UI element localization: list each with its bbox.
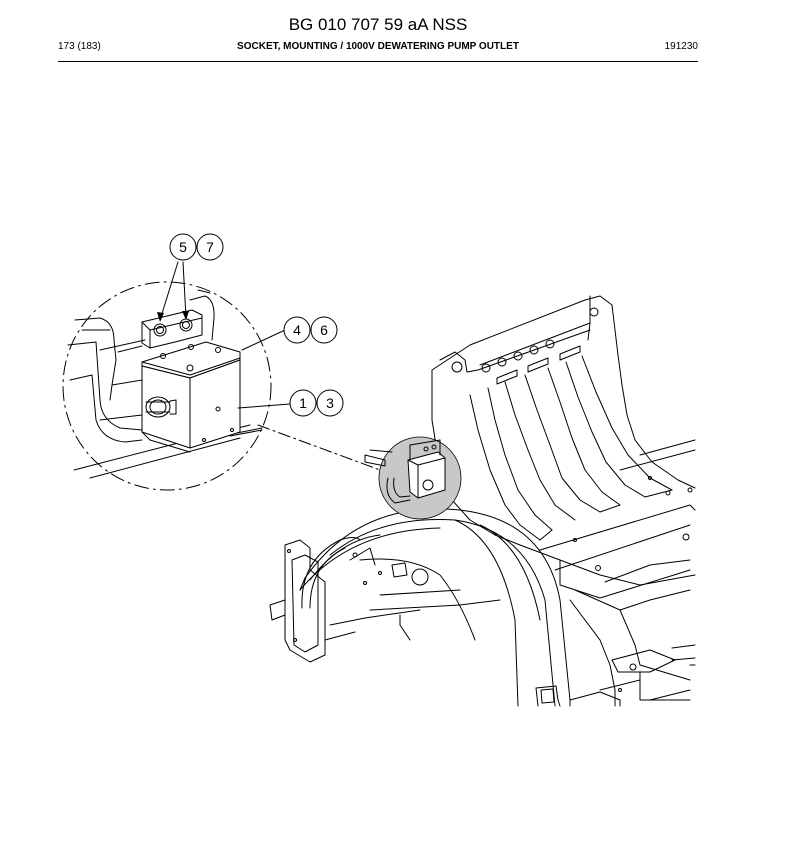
header-rule — [58, 61, 698, 62]
leader-dashed-line — [257, 424, 381, 471]
document-title: BG 010 707 59 aA NSS — [288, 15, 468, 34]
leader-lines — [159, 261, 291, 409]
callout-label: 5 — [179, 239, 187, 255]
callout-group-1-3: 1 3 — [289, 389, 344, 417]
page-number: 173 (183) — [58, 41, 101, 52]
callout-label: 1 — [299, 395, 307, 411]
part-title: SOCKET, MOUNTING / 1000V DEWATERING PUMP… — [237, 41, 519, 52]
callout-group-4-6: 4 6 — [283, 316, 338, 344]
callout-label: 4 — [293, 322, 301, 338]
document-code: 191230 — [664, 41, 698, 52]
callout-group-5-7: 5 7 — [169, 233, 224, 261]
callout-label: 6 — [320, 322, 328, 338]
highlight-area — [364, 436, 462, 520]
arrow-head — [157, 312, 164, 322]
detail-circle — [62, 281, 272, 491]
arch-frame — [269, 508, 571, 707]
machine-frame — [431, 295, 696, 707]
detail-view — [67, 289, 263, 479]
arrow-head — [182, 311, 189, 320]
callout-label: 7 — [206, 239, 214, 255]
header-row: 173 (183) SOCKET, MOUNTING / 1000V DEWAT… — [58, 41, 698, 55]
callout-label: 3 — [326, 395, 334, 411]
